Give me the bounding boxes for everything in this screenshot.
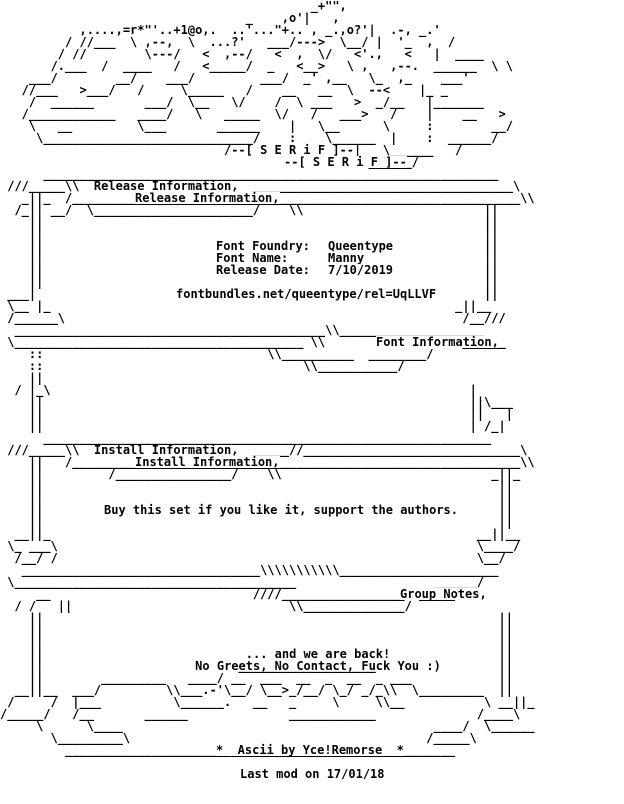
foundry-value: Queentype	[328, 239, 394, 253]
ascii-art-frame: _+"", _ ,o'| , ,....,=r*"'..+1@o,. ..'..…	[0, 0, 535, 756]
font-name-label: Font Name:	[216, 251, 289, 265]
font-info-title: Font Information,	[376, 335, 499, 349]
footer-credit: * Ascii by Yce!Remorse *	[216, 743, 404, 757]
foundry-label: Font Foundry:	[216, 239, 310, 253]
group-title: Group Notes,	[400, 587, 487, 601]
group-line-1: ... and we are back!	[245, 647, 391, 661]
release-date-label: Release Date:	[216, 263, 310, 277]
release-url: fontbundles.net/queentype/rel=UqLLVF	[176, 287, 437, 301]
release-title: Release Information,	[135, 191, 280, 205]
font-name-value: Manny	[328, 251, 365, 265]
install-text: Buy this set if you like it, support the…	[104, 503, 459, 517]
group-line-2: No Greets, No Contact, Fuck You :)	[195, 659, 441, 673]
install-title: Install Information,	[135, 455, 280, 469]
footer-lastmod: Last mod on 17/01/18	[240, 767, 385, 781]
release-date-value: 7/10/2019	[328, 263, 394, 277]
header-banner: --[ S E R i F ]--	[284, 155, 407, 169]
